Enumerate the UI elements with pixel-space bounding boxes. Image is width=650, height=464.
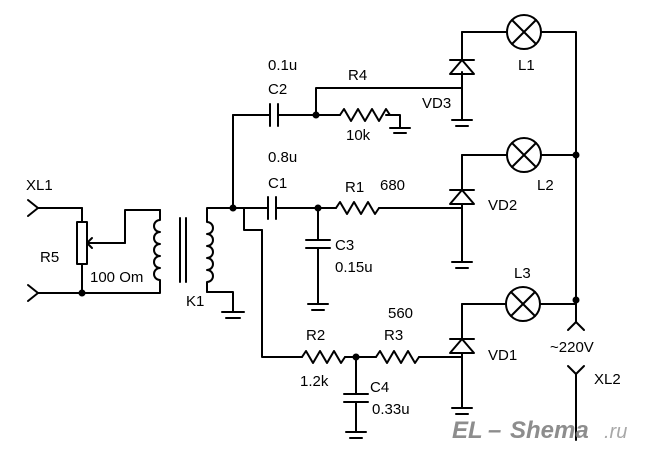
capacitor-c2 [269,103,279,127]
lamp-l1 [506,14,542,50]
label-l1: L1 [518,57,535,74]
label-c3: C3 [335,237,354,254]
lamp-l2 [506,137,542,173]
potentiometer-r5 [76,207,126,294]
wire-return-to-coil [81,281,161,294]
label-r2: R2 [306,327,325,344]
label-c2-value: 0.1u [268,57,297,74]
label-c4-value: 0.33u [372,401,410,418]
label-r3: R3 [384,327,403,344]
label-c1: C1 [268,175,287,192]
label-k1: K1 [186,293,204,310]
input-terminal-xl1-return [27,284,83,302]
lamp-l3 [505,286,541,322]
thyristor-vd1 [449,303,475,409]
ground-symbol [345,431,367,439]
wire-lamp-common [540,31,577,301]
resistor-r1 [317,201,463,215]
label-c4: C4 [370,379,389,396]
label-c2: C2 [268,81,287,98]
label-r2-value: 1.2k [300,373,329,390]
label-vd1: VD1 [488,347,517,364]
mains-terminal-top [567,299,585,331]
label-r4-value: 10k [346,127,371,144]
ground-symbol [389,127,411,134]
junction-dot [572,151,580,159]
thyristor-vd3 [449,31,475,121]
label-l2: L2 [537,177,554,194]
watermark-el: EL [452,417,483,444]
label-xl1: XL1 [26,177,53,194]
thyristor-vd2 [449,154,475,263]
ground-symbol [221,311,245,319]
label-r1-value: 680 [380,177,405,194]
wire-bus-lower [261,229,297,358]
resistor-r4 [315,108,401,129]
label-mains-voltage: ~220V [550,339,594,356]
transformer-k1 [153,209,214,293]
watermark-shema: Shema [510,417,589,444]
label-l3: L3 [514,265,531,282]
wire-bus-offset [232,207,263,231]
label-r5-value: 100 Om [90,269,143,286]
site-watermark: EL – Shema .ru [452,417,627,444]
label-c1-value: 0.8u [268,149,297,166]
label-r1: R1 [345,179,364,196]
resistor-r2 [295,350,357,364]
watermark-dash: – [488,417,501,444]
ground-symbol [451,119,473,127]
ground-symbol [451,261,473,269]
resistor-r3 [355,350,463,364]
wire-secondary-top [206,207,234,213]
capacitor-c4 [343,356,369,433]
capacitor-c1 [267,196,277,220]
label-r3-value: 560 [388,305,413,322]
wire-wiper-to-coil [124,209,161,244]
ground-symbol [307,303,329,311]
label-r4: R4 [348,67,367,84]
label-vd3: VD3 [422,95,451,112]
label-r5: R5 [40,249,59,266]
wire-secondary-ground [206,291,234,313]
label-vd2: VD2 [488,197,517,214]
ground-symbol [451,407,473,415]
capacitor-c3 [305,207,331,305]
mains-terminal-xl2 [567,365,585,441]
input-terminal-xl1 [27,199,83,217]
label-c3-value: 0.15u [335,259,373,276]
label-xl2: XL2 [594,371,621,388]
watermark-tld: .ru [604,421,627,443]
